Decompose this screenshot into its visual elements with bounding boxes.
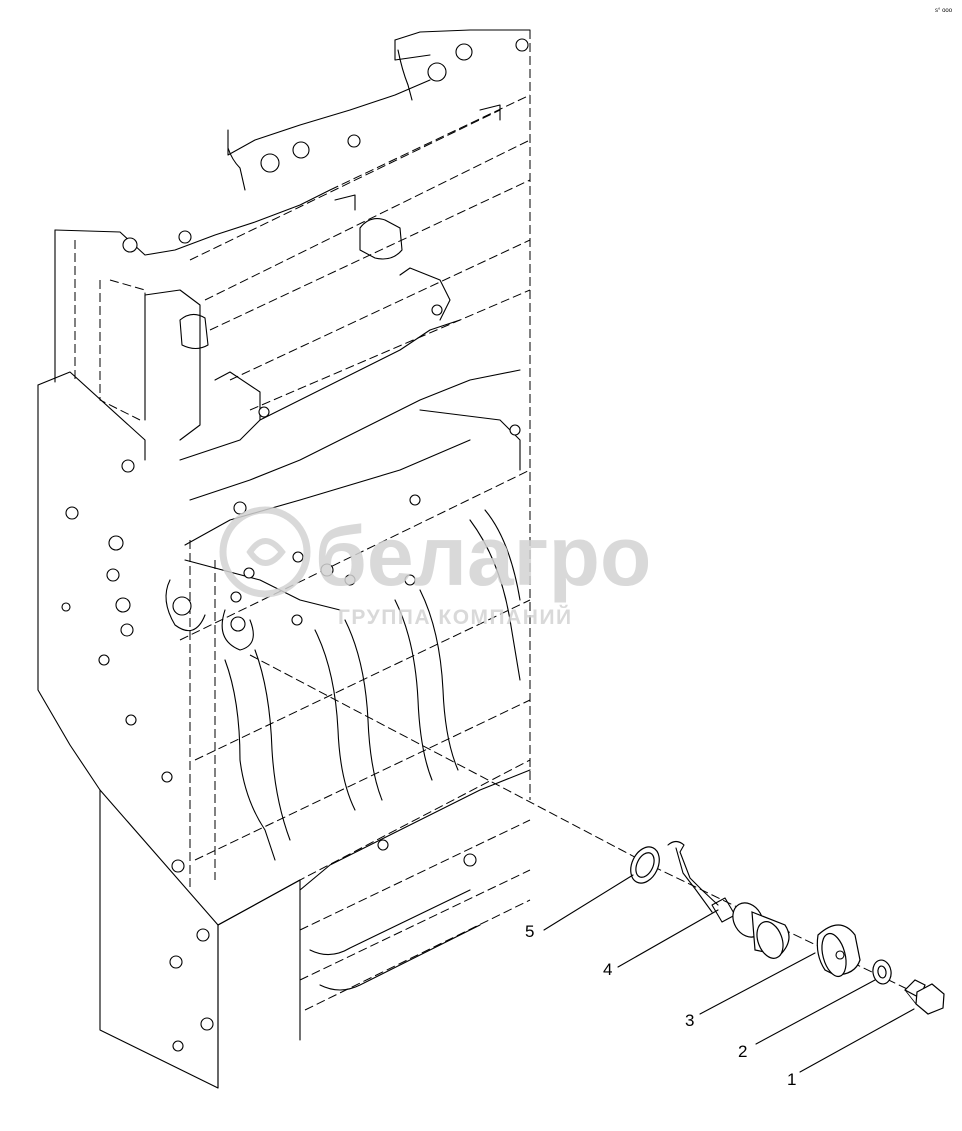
watermark-logo-icon bbox=[219, 506, 311, 598]
assembly-axis-line bbox=[249, 654, 931, 1001]
part-5-sealing-ring bbox=[630, 846, 660, 884]
callout-leaders bbox=[543, 874, 915, 1073]
watermark-subtitle: ГРУППА КОМПАНИЙ bbox=[338, 605, 573, 629]
engine-block bbox=[37, 29, 531, 1089]
part-2-washer bbox=[872, 959, 892, 985]
bolt-holes bbox=[61, 38, 529, 1052]
callout-5: 5 bbox=[525, 922, 534, 941]
callout-1: 1 bbox=[787, 1070, 796, 1089]
part-3-plate-washer bbox=[816, 924, 861, 978]
corner-mark: s° ooo bbox=[935, 8, 953, 14]
callout-2: 2 bbox=[738, 1042, 747, 1061]
callout-4: 4 bbox=[603, 960, 612, 979]
watermark-brand: белагро bbox=[315, 509, 651, 603]
part-1-hex-plug bbox=[904, 979, 945, 1015]
watermark: белагро ГРУППА КОМПАНИЙ bbox=[219, 506, 651, 629]
callout-numbers: 5 4 3 2 1 bbox=[525, 922, 796, 1089]
part-4-drain-valve bbox=[667, 840, 790, 959]
callout-3: 3 bbox=[685, 1011, 694, 1030]
